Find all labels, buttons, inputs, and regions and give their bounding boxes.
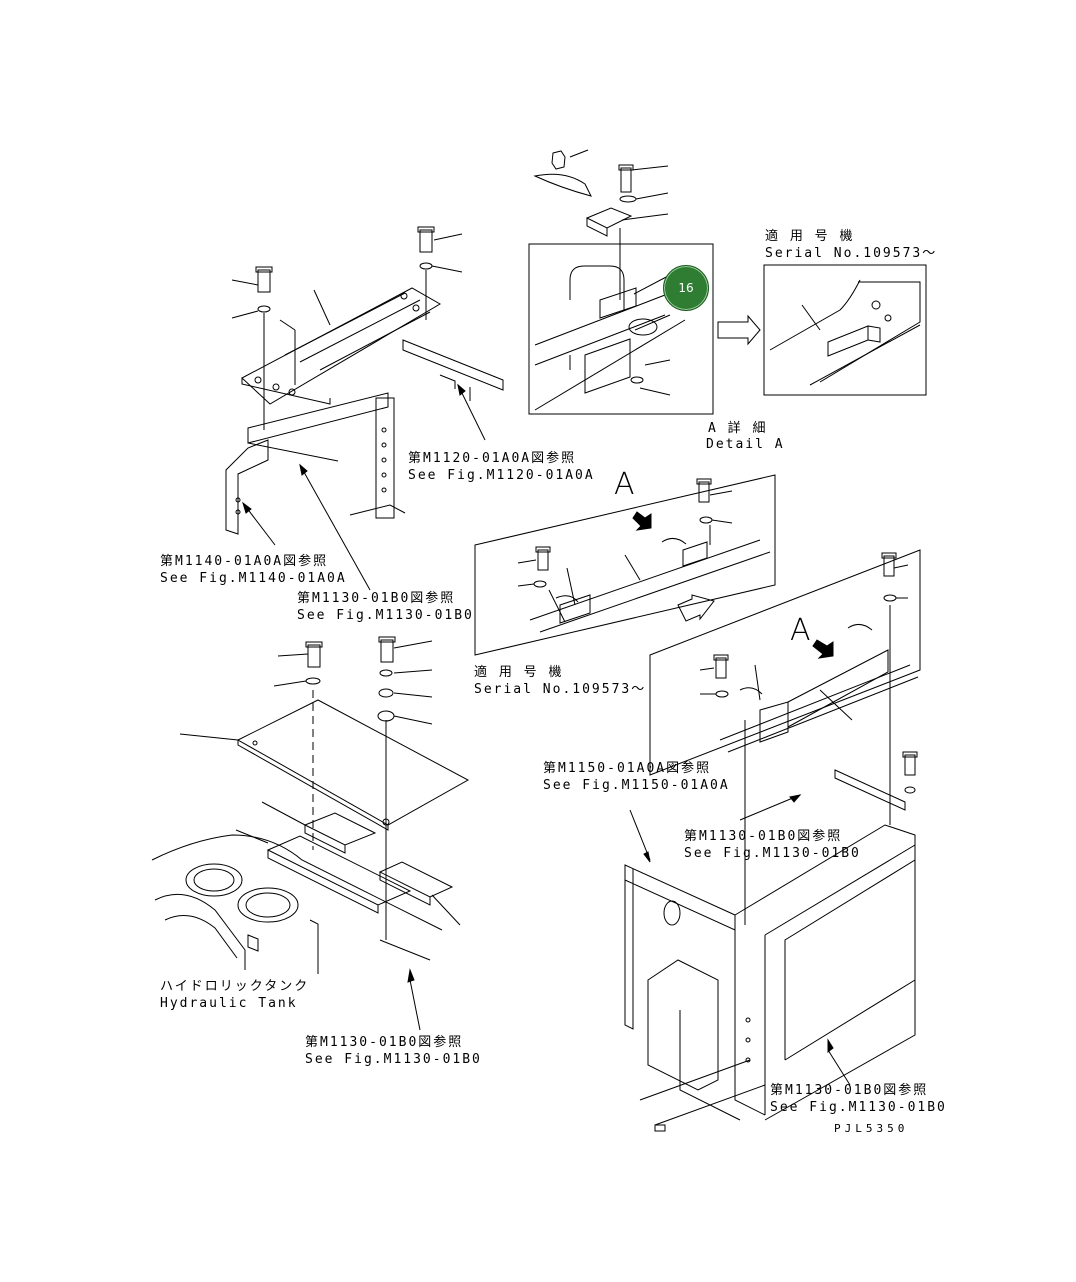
serial-mid-frame [474, 474, 776, 656]
right-cover-frame [649, 549, 921, 776]
lower-right-frame [624, 605, 918, 1132]
serial-top-jp-label: 適 用 号 機 [765, 229, 855, 244]
detail-a-frame [528, 243, 714, 415]
hydraulic-tank-jp-label: ハイドロリックタンク [160, 979, 310, 994]
detail-a-jp-label: A 詳 細 [708, 421, 768, 436]
ref-m1130-d-jp-label: 第M1130-01B0図参照 [770, 1083, 929, 1098]
hydraulic-tank-en-label: Hydraulic Tank [160, 996, 298, 1011]
part-callout-16[interactable]: 16 [663, 265, 709, 311]
ref-m1150-en-label: See Fig.M1150-01A0A [543, 778, 730, 793]
view-a-lower-label: A [790, 613, 811, 648]
ref-m1130-d-en-label: See Fig.M1130-01B0 [770, 1100, 947, 1115]
top-left-assembly [225, 226, 504, 535]
reference-leaders-top-left [242, 383, 486, 591]
serial-mid-contents [517, 478, 771, 633]
drawing-code-label: PJL5350 [834, 1122, 909, 1135]
ref-m1130-a-en-label: See Fig.M1130-01B0 [297, 608, 474, 623]
lower-left-assembly [151, 636, 470, 1031]
serial-detail-frame [763, 264, 927, 396]
serial-mid-en-label: Serial No.109573～ [474, 682, 647, 697]
ref-m1130-c-en-label: See Fig.M1130-01B0 [305, 1052, 482, 1067]
latch-exploded-top [533, 149, 669, 300]
ref-m1140-en-label: See Fig.M1140-01A0A [160, 571, 347, 586]
view-a-upper-label: A [614, 467, 635, 502]
serial-detail-contents [769, 279, 921, 386]
ref-m1120-en-label: See Fig.M1120-01A0A [408, 468, 595, 483]
ref-m1140-jp-label: 第M1140-01A0A図参照 [160, 554, 329, 569]
serial-mid-jp-label: 適 用 号 機 [474, 665, 564, 680]
ref-m1120-jp-label: 第M1120-01A0A図参照 [408, 451, 577, 466]
detail-a-en-label: Detail A [706, 437, 785, 452]
right-cover-contents [699, 552, 919, 753]
ref-m1130-c-jp-label: 第M1130-01B0図参照 [305, 1035, 464, 1050]
ref-m1130-b-jp-label: 第M1130-01B0図参照 [684, 829, 843, 844]
hollow-arrow-mid [677, 594, 715, 622]
arrow-to-serial-detail [717, 314, 761, 346]
ref-m1150-jp-label: 第M1150-01A0A図参照 [543, 761, 712, 776]
ref-m1130-b-en-label: See Fig.M1130-01B0 [684, 846, 861, 861]
ref-m1130-a-jp-label: 第M1130-01B0図参照 [297, 591, 456, 606]
serial-top-en-label: Serial No.109573～ [765, 246, 938, 261]
